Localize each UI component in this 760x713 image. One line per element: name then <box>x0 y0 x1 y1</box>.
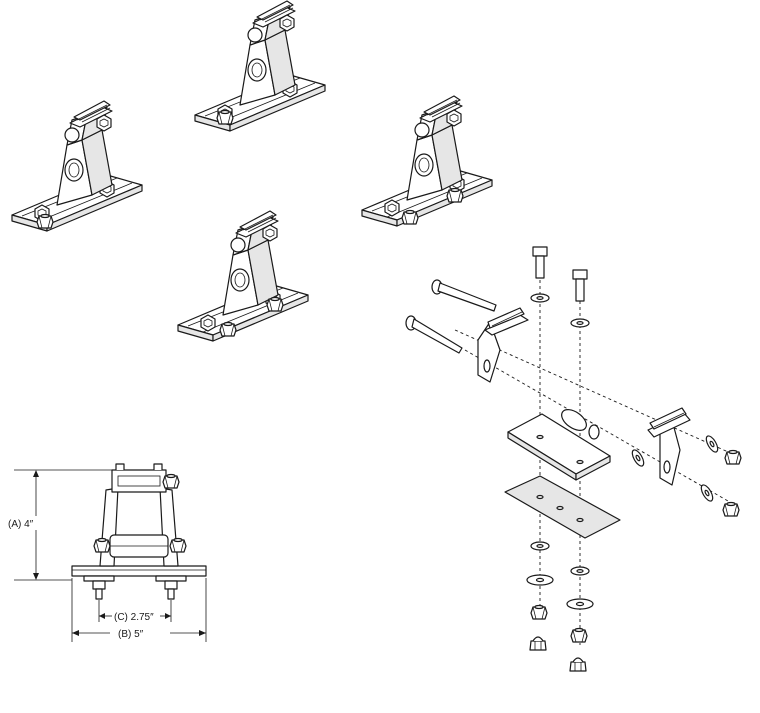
washer <box>698 482 716 504</box>
nut <box>724 449 742 465</box>
spacer-plate <box>504 475 621 539</box>
exploded-view <box>405 246 742 672</box>
cap-nut <box>569 657 587 672</box>
width-dimension-label: (B) 5″ <box>118 629 144 640</box>
washer <box>530 541 550 551</box>
top-bolt-right <box>572 269 588 302</box>
hinge-plate <box>507 409 611 481</box>
washer <box>570 566 590 576</box>
nut <box>530 604 548 620</box>
assembled-view-4 <box>362 96 492 226</box>
large-washer <box>526 574 554 586</box>
side-bracket-right <box>647 407 691 486</box>
top-bolt-left <box>532 246 548 279</box>
assembled-view-1 <box>12 101 142 231</box>
long-pin-1 <box>431 279 497 312</box>
nut <box>722 501 740 517</box>
large-washer <box>566 598 594 610</box>
washer <box>570 318 590 328</box>
assembled-view-3 <box>178 211 308 341</box>
height-dimension-label: (A) 4″ <box>8 519 34 530</box>
side-bracket-left <box>477 307 529 383</box>
long-pin-2 <box>405 315 463 354</box>
nut <box>570 627 588 643</box>
washer <box>703 433 721 455</box>
washer <box>629 447 647 469</box>
spacing-dimension-label: (C) 2.75″ <box>114 612 154 623</box>
cap-nut <box>529 636 547 651</box>
washer <box>530 293 550 303</box>
assembled-view-2 <box>195 1 325 131</box>
front-elevation: (A) 4″ (C) 2.75″ (B) 5″ <box>4 463 207 642</box>
